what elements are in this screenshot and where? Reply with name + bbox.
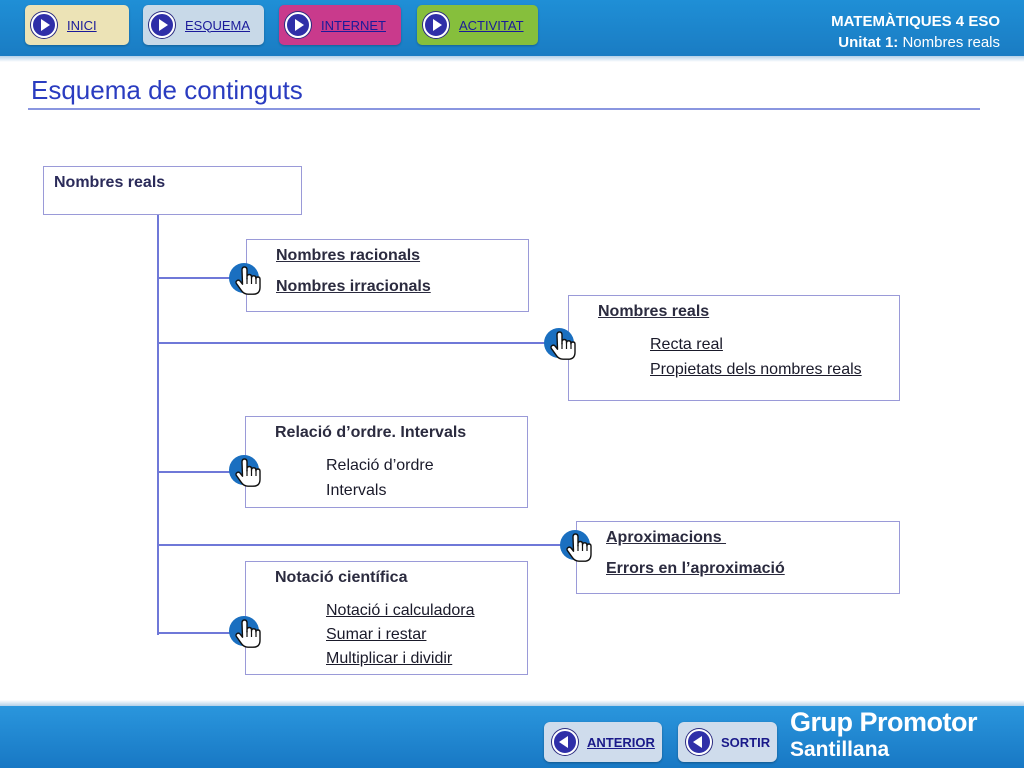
notacio-heading: Notació científica: [275, 569, 408, 586]
link-nombres-irracionals[interactable]: Nombres irracionals: [276, 278, 431, 295]
brand-logo: Grup Promotor Santillana: [790, 707, 978, 764]
hand-pointer-icon[interactable]: [229, 616, 265, 652]
nav-esquema-button[interactable]: ESQUEMA: [143, 5, 264, 45]
bottom-footer-bar: ANTERIOR SORTIR: [0, 700, 1024, 768]
nav-esquema-label: ESQUEMA: [185, 17, 251, 33]
tree-trunk-line: [157, 214, 159, 635]
root-label: Nombres reals: [54, 174, 166, 191]
nav-activitat-button[interactable]: ACTIVITAT: [417, 5, 538, 45]
ordre-heading: Relació d’ordre. Intervals: [275, 424, 467, 441]
course-info: MATEMÀTIQUES 4 ESO Unitat 1: Nombres rea…: [831, 11, 1000, 53]
link-multiplicar-dividir[interactable]: Multiplicar i dividir: [326, 650, 453, 667]
title-divider: [28, 108, 980, 110]
box-notacio-cientifica: Notació científica Notació i calculadora…: [245, 561, 528, 675]
course-unit: Unitat 1: Nombres reals: [831, 32, 1000, 53]
anterior-button[interactable]: ANTERIOR: [544, 722, 662, 762]
play-icon: [31, 12, 57, 38]
sortir-button[interactable]: SORTIR: [678, 722, 777, 762]
intervals-item: Intervals: [326, 482, 387, 499]
sortir-label: SORTIR: [721, 734, 771, 750]
connector-ordre: [157, 471, 246, 473]
play-icon: [149, 12, 175, 38]
hand-pointer-icon[interactable]: [229, 263, 265, 299]
brand-line-2: Santillana: [790, 738, 890, 761]
connector-notacio: [157, 632, 246, 634]
back-arrow-icon: [552, 729, 578, 755]
link-sumar-restar[interactable]: Sumar i restar: [326, 626, 427, 643]
hand-pointer-icon[interactable]: [229, 455, 265, 491]
nav-inici-button[interactable]: INICI: [25, 5, 129, 45]
play-icon: [423, 12, 449, 38]
nav-inici-label: INICI: [67, 17, 97, 33]
top-header-bar: INICI ESQUEMA INTERNET ACTIVITAT MATEMÀT…: [0, 0, 1024, 62]
connector-reals: [157, 342, 569, 344]
root-box-nombres-reals: Nombres reals: [43, 166, 302, 215]
link-nombres-racionals[interactable]: Nombres racionals: [276, 247, 421, 264]
hand-pointer-icon[interactable]: [544, 328, 580, 364]
hand-pointer-icon[interactable]: [560, 530, 596, 566]
nav-internet-label: INTERNET: [321, 17, 386, 33]
box-racionals: Nombres racionals Nombres irracionals: [246, 239, 529, 312]
course-title: MATEMÀTIQUES 4 ESO: [831, 13, 1000, 30]
box-relacio-ordre: Relació d’ordre. Intervals Relació d’ord…: [245, 416, 528, 508]
link-notacio-calculadora[interactable]: Notació i calculadora: [326, 602, 475, 619]
link-propietats[interactable]: Propietats dels nombres reals: [650, 361, 862, 378]
box-nombres-reals: Nombres reals Recta real Propietats dels…: [568, 295, 900, 401]
unit-label: Unitat 1:: [838, 34, 899, 51]
ordre-item: Relació d’ordre: [326, 457, 434, 474]
anterior-label: ANTERIOR: [587, 734, 655, 750]
page-title: Esquema de continguts: [31, 75, 303, 105]
link-nombres-reals[interactable]: Nombres reals: [598, 303, 710, 320]
box-aproximacions: Aproximacions Errors en l’aproximació: [576, 521, 900, 594]
connector-aprox: [157, 544, 577, 546]
link-errors-aproximacio[interactable]: Errors en l’aproximació: [606, 560, 785, 577]
link-recta-real[interactable]: Recta real: [650, 336, 723, 353]
brand-line-1: Grup Promotor: [790, 707, 978, 737]
nav-activitat-label: ACTIVITAT: [459, 17, 524, 33]
link-aproximacions[interactable]: Aproximacions: [606, 529, 727, 546]
nav-internet-button[interactable]: INTERNET: [279, 5, 401, 45]
play-icon: [285, 12, 311, 38]
unit-name: Nombres reals: [902, 34, 1000, 51]
connector-racionals: [157, 277, 247, 279]
back-arrow-icon: [686, 729, 712, 755]
